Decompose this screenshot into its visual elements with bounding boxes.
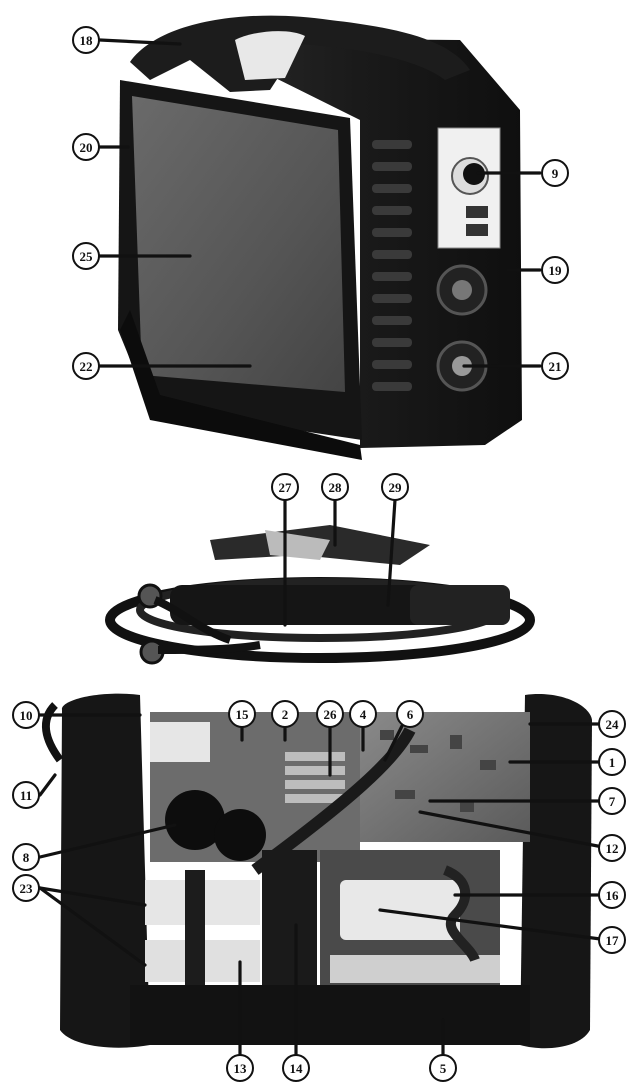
callout-label: 10 <box>20 708 33 723</box>
foot <box>120 310 362 460</box>
power-cord <box>41 702 64 763</box>
callout-label: 29 <box>389 480 403 495</box>
callout-label: 20 <box>80 140 93 155</box>
callout-label: 13 <box>234 1061 248 1076</box>
callout-label: 1 <box>609 755 616 770</box>
callout-label: 18 <box>80 33 94 48</box>
callout-label: 25 <box>80 249 94 264</box>
callout-label: 23 <box>20 881 34 896</box>
callout-7: 7 <box>598 787 626 815</box>
clamp-jaw <box>265 530 330 560</box>
handle <box>130 15 470 92</box>
callout-label: 19 <box>549 263 563 278</box>
end-cap-left <box>60 693 150 1048</box>
callout-label: 5 <box>440 1061 447 1076</box>
callout-label: 27 <box>279 480 293 495</box>
callout-16: 16 <box>598 881 626 909</box>
cables-and-clamps <box>105 525 535 665</box>
callout-label: 8 <box>23 850 30 865</box>
callout-label: 15 <box>236 707 250 722</box>
callout-label: 6 <box>407 707 414 722</box>
callout-27: 27 <box>271 473 299 501</box>
callout-label: 17 <box>606 933 620 948</box>
callout-9: 9 <box>541 159 569 187</box>
callout-29: 29 <box>381 473 409 501</box>
callout-6: 6 <box>396 700 424 728</box>
transformer <box>340 880 460 940</box>
callout-17: 17 <box>598 926 626 954</box>
callout-5: 5 <box>429 1054 457 1082</box>
callout-label: 12 <box>606 841 619 856</box>
coil <box>442 865 480 963</box>
callout-22: 22 <box>72 352 100 380</box>
callout-12: 12 <box>598 834 626 862</box>
callout-21: 21 <box>541 352 569 380</box>
callout-24: 24 <box>598 710 626 738</box>
callout-label: 4 <box>360 707 367 722</box>
callout-20: 20 <box>72 133 100 161</box>
callout-28: 28 <box>321 473 349 501</box>
callout-11: 11 <box>12 781 40 809</box>
side-vents <box>372 140 412 391</box>
callout-label: 22 <box>80 359 93 374</box>
callout-label: 26 <box>324 707 338 722</box>
end-cap-right <box>520 694 592 1049</box>
callout-14: 14 <box>282 1054 310 1082</box>
capacitor-1 <box>165 790 225 850</box>
internal-cable <box>251 727 416 875</box>
callout-label: 21 <box>549 359 562 374</box>
welder-unit <box>118 15 522 460</box>
welder-interior <box>41 693 592 1049</box>
callout-2: 2 <box>271 700 299 728</box>
callout-label: 16 <box>606 888 620 903</box>
callout-15: 15 <box>228 700 256 728</box>
base-shell <box>130 985 530 1045</box>
callout-25: 25 <box>72 242 100 270</box>
callout-label: 9 <box>552 166 559 181</box>
heat-sink <box>285 752 345 803</box>
callout-label: 11 <box>20 788 32 803</box>
divider-plate <box>262 850 317 985</box>
callout-23: 23 <box>12 874 40 902</box>
callout-18: 18 <box>72 26 100 54</box>
leader-lines <box>38 38 612 1070</box>
indicator-1 <box>466 206 488 218</box>
callout-1: 1 <box>598 748 626 776</box>
callout-label: 14 <box>290 1061 304 1076</box>
indicator-2 <box>466 224 488 236</box>
front-panel <box>132 96 345 392</box>
power-switch <box>150 722 210 762</box>
capacitor-2 <box>214 809 266 861</box>
callout-8: 8 <box>12 843 40 871</box>
callout-26: 26 <box>316 700 344 728</box>
callout-label: 28 <box>329 480 343 495</box>
callout-10: 10 <box>12 701 40 729</box>
callout-19: 19 <box>541 256 569 284</box>
callout-label: 24 <box>606 717 620 732</box>
current-knob <box>463 163 485 185</box>
callout-4: 4 <box>349 700 377 728</box>
handle-opening <box>235 31 305 80</box>
callout-label: 7 <box>609 794 616 809</box>
callout-label: 2 <box>282 707 289 722</box>
callout-13: 13 <box>226 1054 254 1082</box>
